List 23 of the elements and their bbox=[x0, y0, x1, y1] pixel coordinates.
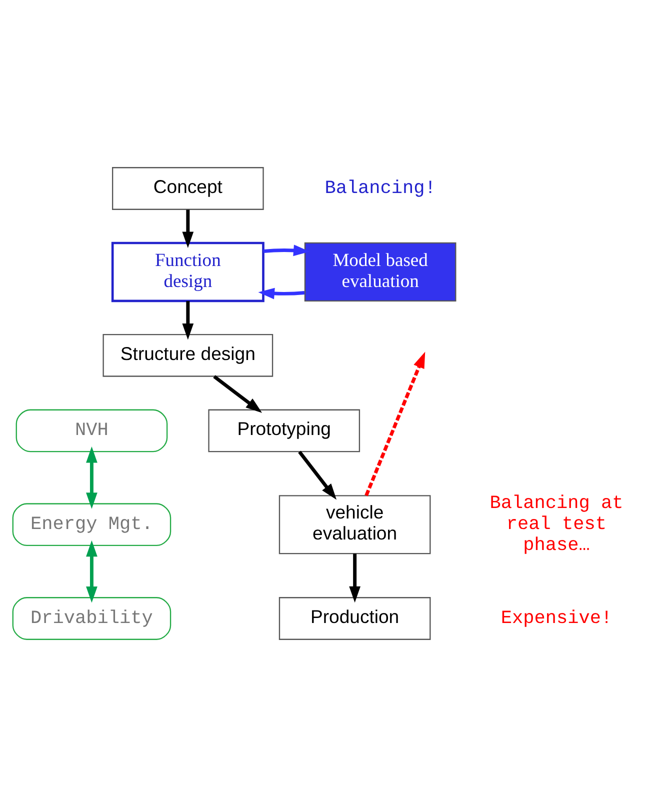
arrow bbox=[213, 374, 262, 412]
arrow bbox=[349, 553, 360, 602]
label: Expensive! bbox=[500, 607, 612, 628]
node-box: Energy Mgt. bbox=[12, 502, 172, 546]
label: Balancing! bbox=[324, 177, 436, 198]
arrow bbox=[263, 244, 310, 256]
label: Balancing at real test phase… bbox=[490, 492, 624, 556]
node-box: Structure design bbox=[102, 333, 274, 376]
node-box: vehicle evaluation bbox=[278, 494, 431, 554]
arrow bbox=[258, 287, 305, 299]
node-box: NVH bbox=[16, 408, 168, 452]
node-box: Drivability bbox=[12, 596, 172, 640]
arrow bbox=[86, 446, 98, 508]
arrow bbox=[364, 351, 426, 496]
arrow bbox=[86, 540, 98, 602]
arrow bbox=[182, 300, 194, 340]
node-box: Model based evaluation bbox=[304, 242, 456, 301]
arrow bbox=[298, 450, 337, 500]
node-box: Production bbox=[278, 596, 431, 640]
node-box: Concept bbox=[112, 166, 264, 210]
node-box: Function design bbox=[111, 241, 264, 302]
arrow bbox=[182, 209, 194, 248]
node-box: Prototyping bbox=[208, 408, 360, 452]
